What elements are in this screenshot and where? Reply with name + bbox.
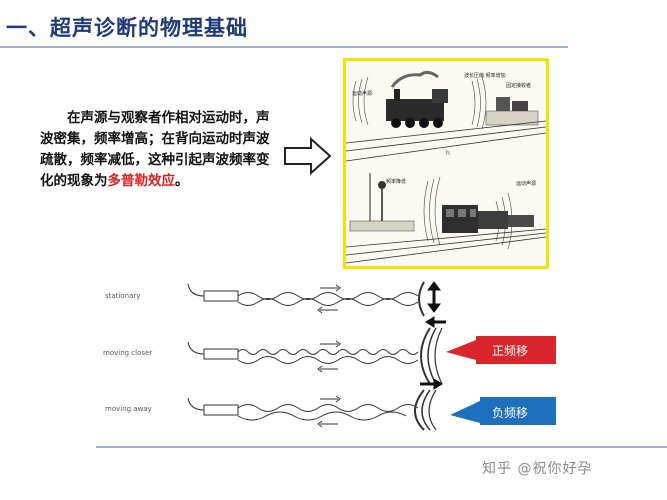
probe-body xyxy=(203,290,239,302)
label-h: h xyxy=(446,150,450,157)
bottom-divider xyxy=(96,446,667,448)
label-wave-compressed: 波长压缩 频率增加 xyxy=(464,72,506,79)
description-paragraph: 在声源与观察者作相对运动时，声波密集，频率增高；在背向运动时声波疏散，频率减低，… xyxy=(40,108,278,192)
locomotive-top xyxy=(386,70,448,128)
reflector-arc xyxy=(418,281,425,317)
negative-shift-callout xyxy=(450,397,556,425)
label-freq-decreased: 频率降低 xyxy=(386,178,406,185)
row-label-moving-closer: moving closer xyxy=(103,349,153,357)
train-bottom xyxy=(442,205,534,233)
row-label-stationary: stationary xyxy=(105,292,141,300)
doppler-train-illustration: 运动声源 波长压缩 频率增加 固定接收者 h 频率降低 运动声源 xyxy=(343,58,549,269)
row-label-moving-away: moving away xyxy=(105,405,152,413)
reflected-wave xyxy=(237,298,419,306)
hollow-arrow-icon xyxy=(284,136,332,176)
transducer-wave-diagram xyxy=(187,281,446,431)
watermark: 知乎 @祝你好孕 xyxy=(482,461,593,477)
doppler-effect-term: 多普勒效应 xyxy=(107,173,176,189)
paragraph-end: 。 xyxy=(175,173,189,189)
label-moving-source-2: 运动声源 xyxy=(516,180,536,187)
label-fixed-receiver: 固定接收者 xyxy=(506,82,531,89)
paragraph-text: 在声源与观察者作相对运动时，声波密集，频率增高；在背向运动时声波疏散，频率减低，… xyxy=(40,110,270,189)
positive-shift-label: 正频移 xyxy=(492,344,529,358)
incident-wave xyxy=(237,292,419,300)
probe-cable xyxy=(187,283,205,297)
label-moving-source-1: 运动声源 xyxy=(352,90,372,97)
title-divider xyxy=(0,46,568,48)
negative-shift-label: 负频移 xyxy=(492,406,529,420)
slide-title: 一、超声诊断的物理基础 xyxy=(6,16,248,40)
positive-shift-callout xyxy=(446,336,556,364)
